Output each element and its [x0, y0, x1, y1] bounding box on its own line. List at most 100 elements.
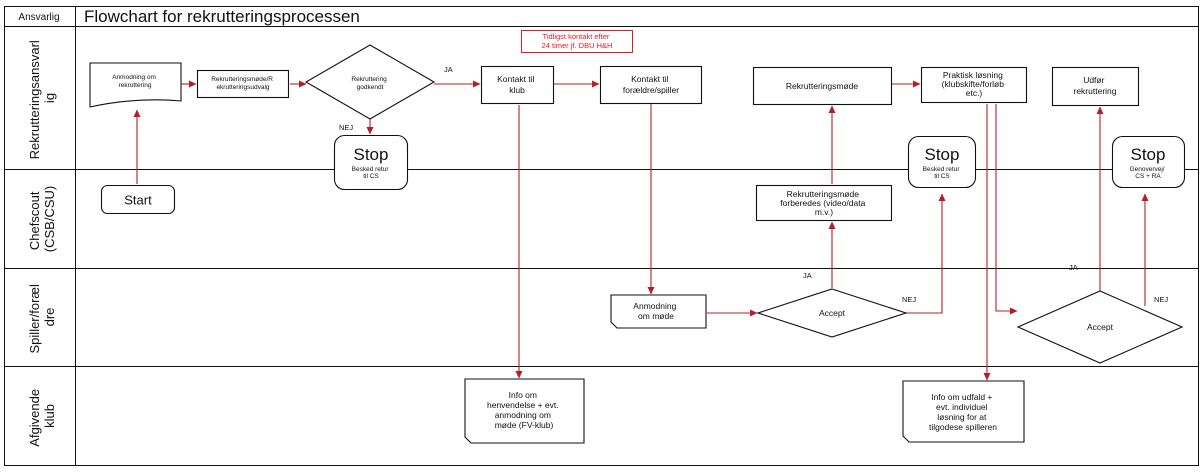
node-label-line: henvendelse + evt.	[487, 400, 559, 410]
rekruttering-godkendt-decision	[304, 44, 436, 120]
info-om-udfald-node	[902, 380, 1025, 443]
node-label-line: Info om	[509, 390, 537, 400]
node-label-line: CS + RA	[1135, 173, 1161, 180]
node-label: Udfør rekruttering	[1074, 75, 1117, 96]
node-label-line: m.v.)	[815, 207, 833, 217]
node-label: Rekrutteringsmøde/R ekrutteringsudvalg	[211, 76, 275, 91]
stop-node	[907, 135, 977, 189]
lane-label-spiller-foraeldre: Spiller/foræl dre	[27, 281, 57, 354]
edge-label-nej: NEJ	[339, 123, 353, 132]
arrow-praktisk-to-accept-2	[995, 104, 1018, 315]
node-label: Rekrutteringsmøde forberedes (video/data…	[780, 189, 867, 217]
node-label-line: anmodning om	[495, 410, 551, 420]
rekrutteringsmode-udvalg-node	[196, 69, 290, 99]
node-label: Info om udfald + evt. individuel løsning…	[929, 392, 997, 432]
edge-label-ja: JA	[803, 271, 812, 280]
node-label: Anmodning om møde	[633, 301, 678, 321]
diagram-title: Flowchart for rekrutteringsprocessen	[84, 7, 360, 26]
rekrutteringsmode-node	[752, 66, 893, 106]
node-label-line: Anmodning om	[112, 74, 156, 81]
node-label: Kontakt til forældre/spiller	[623, 74, 679, 95]
node-label-line: klub	[509, 85, 525, 95]
stop-title: Stop	[354, 145, 389, 164]
node-label-line: etc.)	[966, 88, 983, 98]
node-label: Rekruttering godkendt	[351, 76, 388, 91]
rekrutteringsmode-forberedes-node	[755, 184, 893, 222]
note-line: 24 timer jf. DBU H&H	[542, 41, 613, 50]
anmodning-om-mode-node	[610, 294, 707, 329]
node-label-line: til CS	[934, 173, 950, 180]
node-label: Kontakt til klub	[497, 74, 537, 95]
node-label: Accept	[819, 308, 846, 318]
node-label: Info om henvendelse + evt. anmodning om …	[487, 390, 561, 430]
node-label-line: til CS	[363, 173, 379, 180]
node-label-line: godkendt	[357, 84, 384, 91]
note-line: Tidligst kontakt efter	[543, 32, 610, 41]
lane-label-line: Afgivende	[27, 389, 42, 447]
edge-label-nej: NEJ	[902, 295, 916, 304]
info-om-henvendelse-node	[464, 378, 585, 444]
node-label-line: Udfør	[1083, 75, 1104, 85]
lane-label-chefscout: Chefscout (CSB/CSU)	[27, 186, 57, 252]
connectors	[133, 80, 1149, 381]
node-label-line: rekruttering	[1074, 86, 1117, 96]
lane-label-rekrutteringsansvarlig: Rekrutteringsansvarl ig	[27, 37, 57, 160]
node-label: Rekrutteringsmøde	[786, 81, 859, 91]
node-label: Genovervej/ CS + RA	[1130, 166, 1167, 180]
node-label-line: rekruttering	[119, 82, 152, 89]
kontakt-til-klub-node	[480, 65, 555, 105]
lane-label-line: ig	[42, 93, 57, 103]
node-label-line: om møde	[638, 311, 674, 321]
arrow-accept-nej	[906, 193, 946, 314]
stop-title: Stop	[925, 145, 960, 164]
node-label-line: evt. individuel	[936, 402, 988, 412]
stop-node	[333, 134, 409, 191]
node-label-line: Kontakt til	[631, 74, 668, 84]
stop-node	[1111, 135, 1186, 189]
accept-decision	[756, 288, 908, 338]
node-label-line: Besked retur	[923, 166, 961, 173]
lane-label-afgivende-klub: Afgivende klub	[27, 385, 57, 446]
node-label-line: møde (FV-klub)	[495, 420, 554, 430]
node-label-line: løsning for at	[937, 412, 987, 422]
node-label: Accept	[1087, 322, 1114, 332]
lane-label-line: Spiller/foræl	[27, 284, 42, 353]
anmodning-om-rekruttering-node	[89, 62, 182, 108]
node-label: Praktisk løsning (klubskifte/forløb etc.…	[942, 70, 1007, 98]
lane-label-line: Rekrutteringsansvarl	[27, 40, 42, 159]
node-label-line: Kontakt til	[497, 74, 534, 84]
node-label-line: ekrutteringsudvalg	[216, 84, 269, 91]
kontakt-til-foraeldre-node	[599, 65, 703, 105]
node-label-line: Anmodning	[633, 301, 676, 311]
accept-decision	[1016, 290, 1184, 364]
edge-label-ja: JA	[1069, 263, 1078, 272]
note-text: Tidligst kontakt efter 24 timer jf. DBU …	[542, 32, 613, 50]
start-label: Start	[124, 193, 152, 208]
edge-label-ja: JA	[444, 65, 453, 74]
udfor-rekruttering-node	[1051, 66, 1140, 107]
node-label: Anmodning om rekruttering	[112, 74, 158, 89]
node-label-line: forældre/spiller	[623, 85, 679, 95]
note-box	[521, 30, 633, 53]
swimlane-grid	[4, 6, 1199, 466]
edge-label-nej: NEJ	[1154, 295, 1168, 304]
node-label-line: Rekruttering	[351, 76, 387, 83]
node-label-line: Praktisk løsning	[943, 70, 1003, 80]
node-label-line: tilgodese spilleren	[929, 422, 997, 432]
node-label: Besked retur til CS	[923, 166, 962, 180]
lane-label-line: dre	[42, 308, 57, 327]
stop-title: Stop	[1131, 145, 1166, 164]
node-label-line: Besked retur	[352, 166, 390, 173]
node-label-line: forberedes (video/data	[780, 198, 865, 208]
node-label: Besked retur til CS	[352, 166, 391, 180]
node-label-line: Rekrutteringsmøde	[787, 189, 860, 199]
node-label-line: Info om udfald +	[931, 392, 992, 402]
column-header: Ansvarlig	[18, 12, 59, 23]
lane-label-line: (CSB/CSU)	[42, 186, 57, 252]
lane-label-line: Chefscout	[27, 191, 42, 250]
node-label-line: Rekrutteringsmøde	[786, 81, 859, 91]
praktisk-losning-node	[920, 66, 1028, 104]
node-label-line: (klubskifte/forløb	[942, 79, 1005, 89]
node-label-line: Rekrutteringsmøde/R	[211, 76, 273, 83]
